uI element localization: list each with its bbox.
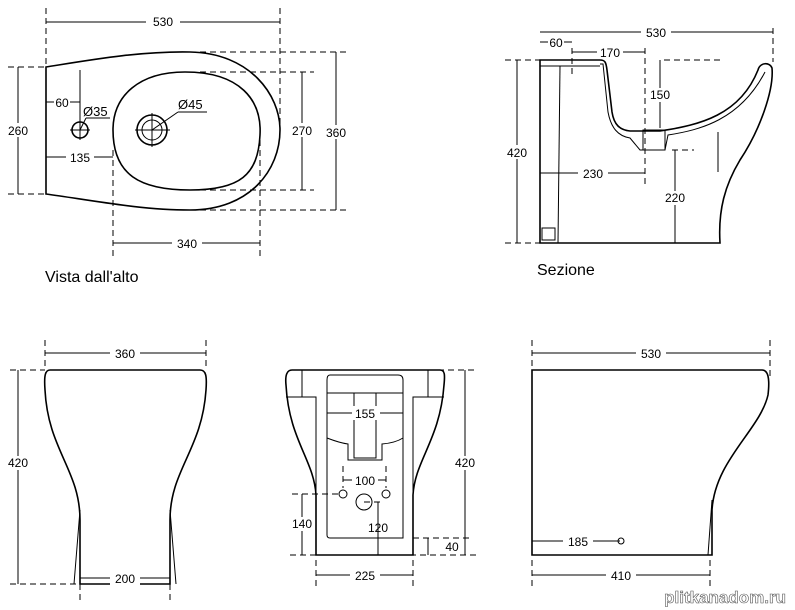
dim-rear-height: 420: [455, 456, 475, 470]
dim-front-height: 420: [8, 456, 28, 470]
top-outline: [45, 51, 281, 211]
dim-section-length: 530: [646, 26, 666, 40]
caption-section: Sezione: [537, 262, 595, 279]
dim-bowl-depth: 150: [650, 88, 670, 102]
dim-drain-distance: 230: [583, 167, 603, 181]
dim-rear-drain-height: 120: [368, 521, 388, 535]
dim-inner-width: 155: [355, 407, 375, 421]
dim-hole-offset: 60: [55, 96, 69, 110]
dim-base-width: 200: [115, 572, 135, 586]
dim-fixing-offset: 185: [568, 535, 588, 549]
dim-offset-170: 170: [600, 46, 620, 60]
front-outline: [43, 369, 208, 585]
side-outline: [531, 369, 770, 556]
dim-bowl-width: 270: [292, 124, 312, 138]
bowl-outline: [112, 71, 261, 191]
caption-top-view: Vista dall'alto: [45, 269, 139, 286]
dim-base-gap: 40: [445, 540, 459, 554]
dim-bowl-length: 340: [177, 237, 197, 251]
dim-side-base-length: 410: [611, 569, 631, 583]
section-outline: [539, 59, 773, 244]
dim-drain-height: 220: [665, 191, 685, 205]
dim-bowl-offset: 135: [70, 151, 90, 165]
dim-offset-60: 60: [549, 36, 563, 50]
dim-section-height: 420: [507, 146, 527, 160]
dim-front-width: 360: [115, 347, 135, 361]
dim-hole-spacing: 100: [355, 474, 375, 488]
dim-tap-hole: Ø35: [83, 104, 108, 119]
dim-top-width: 360: [326, 126, 346, 140]
front-view: 360 420 200: [4, 340, 208, 600]
top-view: 530 260 270 360 60 Ø35 Ø45 135 340 Vista…: [4, 8, 352, 286]
section-view: 530 60 170 420 150 230 220 Sezione: [503, 25, 774, 279]
side-view: 530 185 410: [531, 340, 771, 590]
rear-view: 155 100 140 120 40 420 225: [284, 369, 479, 590]
dim-top-length: 530: [153, 15, 173, 29]
dim-rim-width: 260: [8, 124, 28, 138]
dim-side-length: 530: [641, 347, 661, 361]
watermark: plitkanadom.ru: [664, 588, 786, 607]
dim-drain: Ø45: [178, 97, 203, 112]
dim-rear-base-width: 225: [355, 569, 375, 583]
dim-hole-height: 140: [292, 517, 312, 531]
